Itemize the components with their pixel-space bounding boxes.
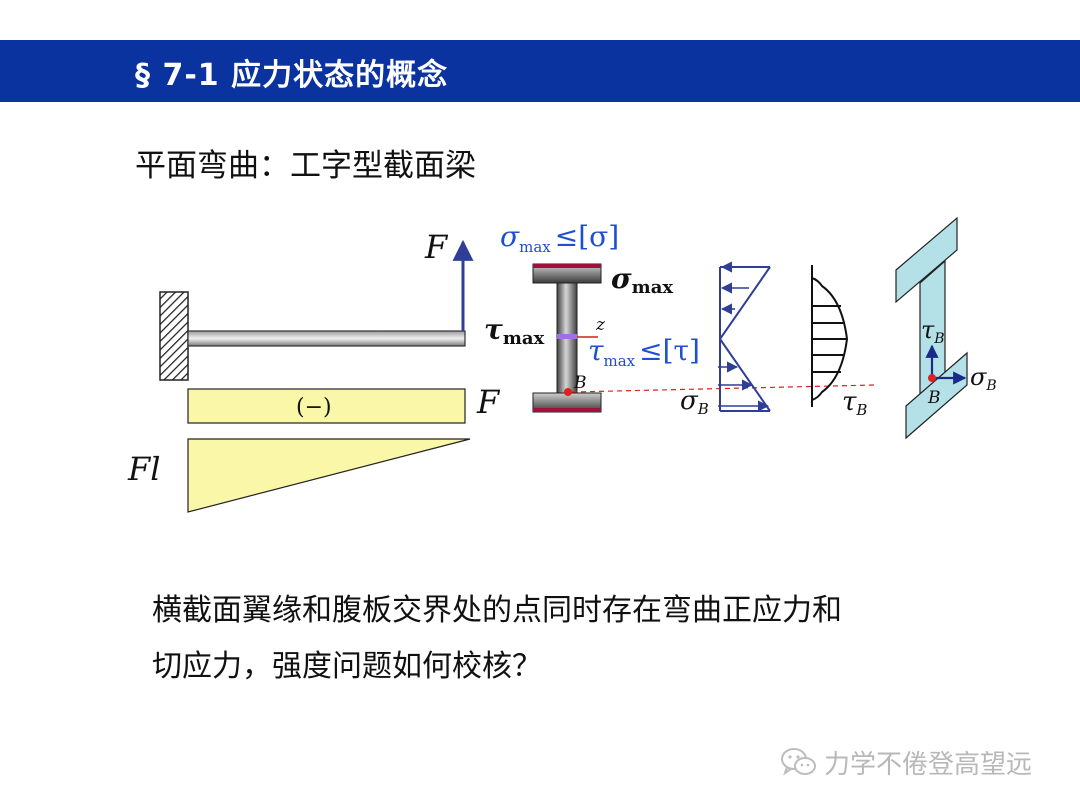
normal-stress-distribution: σB [680,261,771,418]
watermark: 力学不倦登高望远 [780,742,1032,782]
fixed-support [159,291,189,381]
shear-diagram: (−) F [187,383,501,424]
beam-rod [187,330,466,347]
shear-stress-distribution: τB [811,265,867,419]
reference-dashed-line [571,384,876,393]
body-text: 横截面翼缘和腹板交界处的点同时存在弯曲正应力和 切应力，强度问题如何校核？ [152,583,842,695]
page-title: § 7-1 应力状态的概念 [135,58,449,93]
element-point-dot [928,374,936,382]
tau-max-label: τmax [484,313,545,349]
element-sigma-b-label: σB [970,363,997,394]
element-point-label: B [927,388,941,408]
stress-profile [718,266,771,412]
force-label: F [424,228,449,266]
shear-rect [187,388,466,424]
sigma-max-label: σmax [611,262,673,298]
moment-diagram: Fl [127,438,471,513]
body-line-1: 横截面翼缘和腹板交界处的点同时存在弯曲正应力和 [152,593,842,628]
neutral-axis-mark [557,334,577,339]
moment-triangle [187,438,471,513]
top-flange-edge [533,264,601,268]
sigma-b-label: σB [680,386,709,418]
cantilever-beam: F [159,228,474,381]
element-tau-b-label: τB [921,316,945,347]
body-line-2: 切应力，强度问题如何校核？ [152,649,542,684]
condition-sigma-label: σmax≤[σ] [500,220,619,256]
subtitle: 平面弯曲：工字型截面梁 [135,148,476,184]
tau-b-label: τB [842,387,867,419]
beam-stress-diagram: F (−) F Fl σmax≤[σ] z B σmax τmax τmax≤[… [127,216,997,513]
condition-tau-label: τmax≤[τ] [588,334,700,370]
i-beam-section: σmax≤[σ] z B σmax τmax τmax≤[τ] [484,220,700,413]
point-b-dot [564,388,572,396]
shear-sign-label: (−) [296,395,332,420]
header-bar: § 7-1 应力状态的概念 [0,40,1080,102]
moment-value-label: Fl [127,450,160,488]
shear-profile [811,265,849,407]
shear-value-label: F [476,383,501,421]
stress-element: τB σB B [895,216,997,440]
point-b-label: B [573,373,587,393]
watermark-text: 力学不倦登高望远 [824,749,1033,780]
wechat-icon [781,748,816,776]
element-bottom-flange [905,351,968,440]
axis-z-label: z [595,315,606,335]
element-top-flange [895,216,958,304]
bottom-flange-edge [533,408,601,412]
